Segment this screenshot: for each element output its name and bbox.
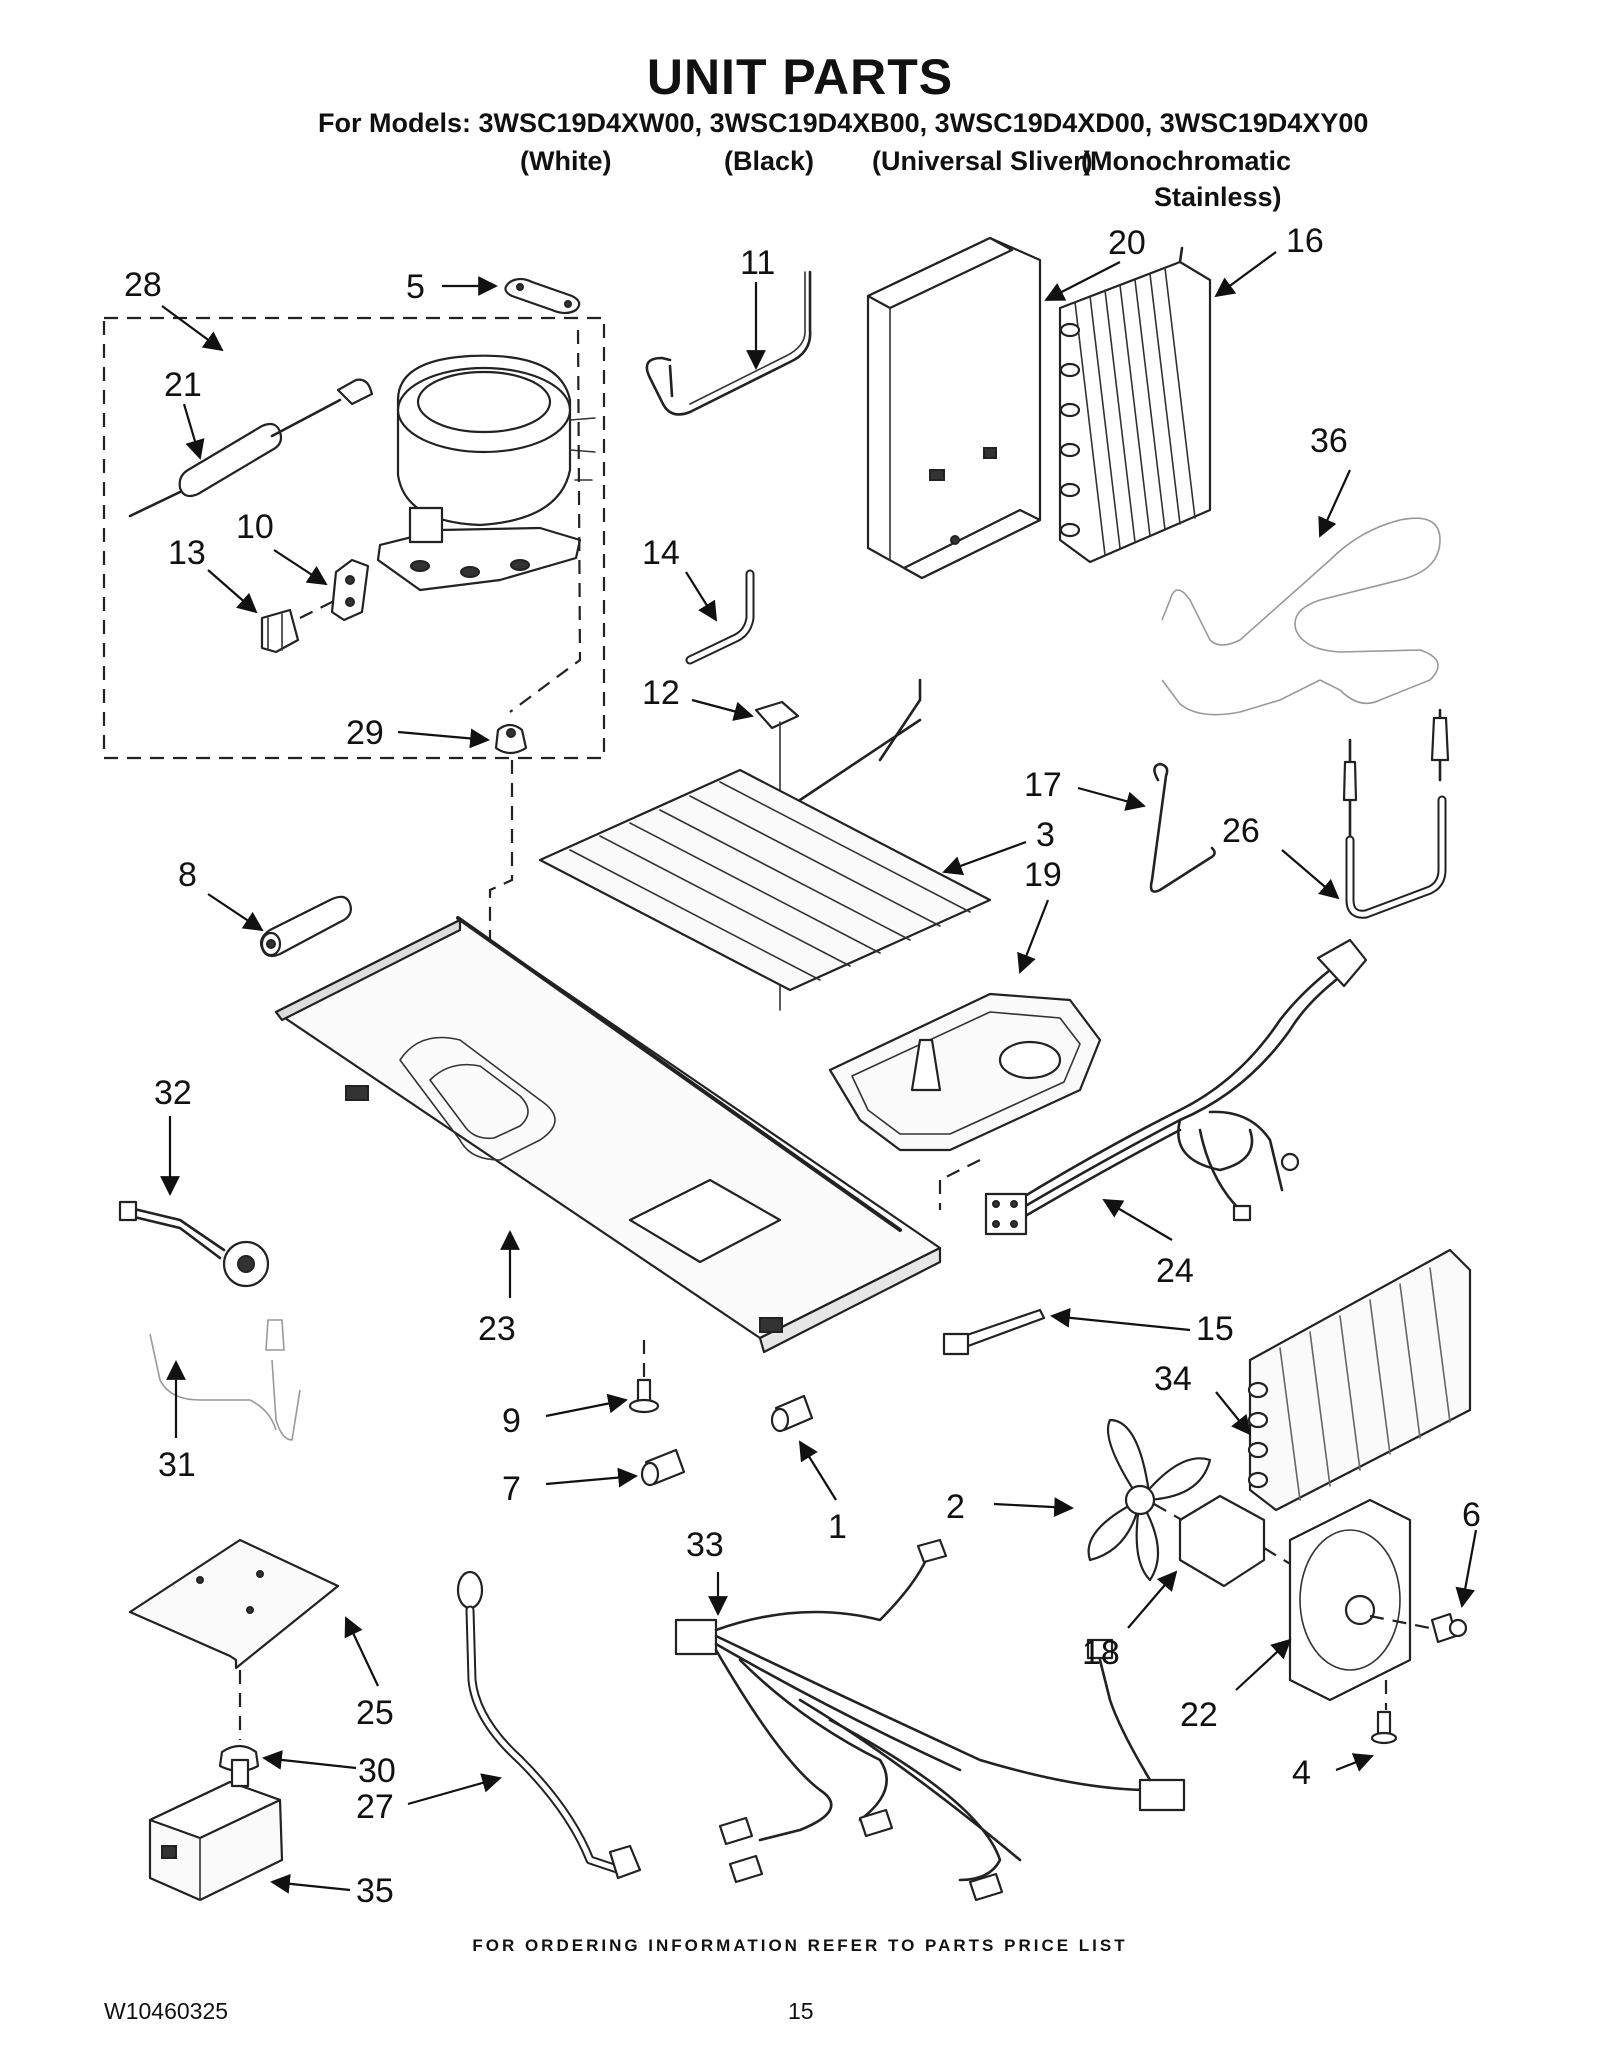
part-9-screw	[628, 1340, 660, 1414]
part-11-tube	[645, 270, 812, 416]
part-34-condenser	[1247, 1248, 1472, 1512]
callout-28: 28	[124, 266, 162, 304]
callout-6: 6	[1462, 1496, 1481, 1534]
page-number: 15	[788, 1998, 814, 2024]
callout-9: 9	[502, 1402, 521, 1440]
part-4-screw	[1370, 1680, 1398, 1745]
part-26-tubing	[1342, 708, 1450, 919]
callout-16: 16	[1286, 222, 1324, 260]
part-3-shelf	[538, 678, 992, 992]
part-12-bracket	[754, 700, 800, 730]
callout-14: 14	[642, 534, 680, 572]
callout-17: 17	[1024, 766, 1062, 804]
callout-11: 11	[740, 244, 775, 282]
part-1-fitting	[770, 1394, 814, 1433]
part-29-grommet	[494, 723, 528, 755]
part-6-screw	[1430, 1612, 1468, 1644]
callout-36: 36	[1310, 422, 1348, 460]
callout-15: 15	[1196, 1310, 1234, 1348]
callout-2: 2	[946, 1488, 965, 1526]
page-title: UNIT PARTS	[646, 49, 954, 105]
part-22-fan-shroud	[1288, 1498, 1441, 1702]
part-10-relay	[330, 558, 370, 622]
callout-30: 30	[358, 1752, 396, 1790]
part-24-harness	[984, 938, 1368, 1236]
callout-1: 1	[828, 1508, 847, 1546]
part-31-thermostat	[149, 1319, 301, 1441]
variant-white: (White)	[520, 146, 612, 176]
part-36-heater	[1161, 517, 1441, 716]
callout-29: 29	[346, 714, 384, 752]
part-23-base	[274, 916, 942, 1354]
callout-4: 4	[1292, 1754, 1311, 1792]
models-line: For Models: 3WSC19D4XW00, 3WSC19D4XB00, …	[318, 108, 1369, 138]
leader-arrows	[160, 251, 1478, 1894]
variant-stainless: Stainless)	[1154, 182, 1282, 212]
callout-19: 19	[1024, 856, 1062, 894]
callout-labels: 28 5 11 20 16 21 10 13 14 36 12 29 17 26…	[124, 222, 1481, 1910]
variant-universal-silver: (Universal Sliver)	[872, 146, 1093, 176]
callout-22: 22	[1180, 1696, 1218, 1734]
part-21-drier	[128, 378, 374, 518]
callout-25: 25	[356, 1694, 394, 1732]
callout-24: 24	[1156, 1252, 1194, 1290]
callout-13: 13	[168, 534, 206, 572]
callout-18: 18	[1082, 1634, 1120, 1672]
callout-12: 12	[642, 674, 680, 712]
callout-32: 32	[154, 1074, 192, 1112]
callout-27: 27	[356, 1788, 394, 1826]
part-19-drain-pan	[828, 992, 1102, 1210]
part-27-tube	[456, 1570, 642, 1880]
part-20-evaporator-cover	[866, 236, 1042, 580]
callout-5: 5	[406, 268, 425, 306]
callout-7: 7	[502, 1470, 521, 1508]
callout-10: 10	[236, 508, 274, 546]
callout-34: 34	[1154, 1360, 1192, 1398]
part-7-fitting	[640, 1448, 686, 1487]
part-2-fan-blade	[1087, 1418, 1212, 1582]
part-33-harness	[674, 1538, 1186, 1902]
callout-20: 20	[1108, 224, 1146, 262]
variant-monochromatic: (Monochromatic	[1081, 146, 1292, 176]
part-25-plate	[128, 1538, 340, 1740]
ordering-note: FOR ORDERING INFORMATION REFER TO PARTS …	[472, 1936, 1128, 1955]
callout-26: 26	[1222, 812, 1260, 850]
variant-black: (Black)	[724, 146, 815, 176]
part-8-tube	[259, 895, 352, 958]
part-18-fan-motor	[1153, 1494, 1311, 1588]
part-15-cable-tie	[942, 1308, 1046, 1356]
callout-23: 23	[478, 1310, 516, 1348]
part-32-sensor	[118, 1200, 270, 1288]
document-number: W10460325	[104, 1998, 229, 2024]
callout-33: 33	[686, 1526, 724, 1564]
callout-31: 31	[158, 1446, 196, 1484]
callout-21: 21	[164, 366, 202, 404]
part-35-control-box	[148, 1758, 284, 1902]
callout-8: 8	[178, 856, 197, 894]
callout-35: 35	[356, 1872, 394, 1910]
compressor-assembly-boundary	[102, 316, 606, 760]
part-13-overload	[260, 608, 300, 654]
part-17-clip	[1149, 762, 1216, 893]
part-5-clip	[504, 277, 581, 315]
callout-3: 3	[1036, 816, 1055, 854]
compressor	[376, 354, 596, 592]
part-16-evaporator	[1058, 246, 1212, 564]
